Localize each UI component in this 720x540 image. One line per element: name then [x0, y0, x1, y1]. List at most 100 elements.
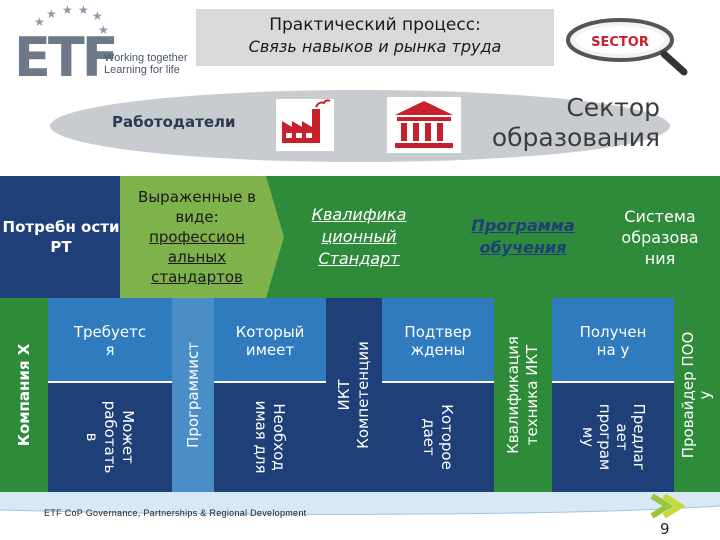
svg-text:★: ★	[78, 4, 89, 17]
expressed-label: Выраженные в виде: профессион альных ста…	[122, 178, 272, 296]
who-has-line1: Который	[235, 323, 305, 341]
qualification-line2: ционный	[321, 227, 397, 246]
can-work-line3: в	[83, 432, 101, 442]
offers-line2: ает	[613, 423, 631, 451]
expressed-line4: альных	[167, 248, 227, 266]
qualification-standard-label: Квалифика ционный Стандарт	[284, 178, 434, 296]
system-line1: Система	[624, 206, 696, 226]
offers-line1: Предлаг	[630, 403, 648, 471]
can-work-line2: работать	[101, 400, 119, 474]
title-line2: Связь навыков и рынка труда	[248, 37, 502, 56]
requires-box	[48, 298, 172, 382]
qual-tech-line2: техника ИКТ	[523, 344, 541, 446]
provider-line1: Провайдер ПОО	[679, 331, 697, 459]
confirmed-label: Подтвер ждены	[382, 300, 494, 382]
system-box	[590, 176, 720, 298]
tagline-line1: Working together	[104, 52, 188, 64]
received-label: Получен на у	[552, 300, 674, 382]
programmer-bar	[172, 298, 214, 492]
offers-cell: Предлаг ает програм му	[552, 382, 674, 492]
education-sector-label: Сектор образования	[470, 93, 660, 153]
program-line2: обучения	[479, 238, 567, 257]
qual-tech-bar	[494, 298, 552, 492]
necessary-line1: Необход	[270, 403, 288, 471]
etf-logo: ★ ★ ★ ★ ★ ★ ETF Working together Learnin…	[14, 3, 194, 89]
received-box	[552, 298, 674, 382]
chevron-program	[430, 176, 610, 298]
who-has-label: Который имеет	[214, 300, 326, 382]
footer-caption: ETF CoP Governance, Partnerships & Regio…	[44, 508, 307, 518]
stakeholder-band	[50, 90, 670, 162]
offers-line3: програм	[596, 403, 614, 471]
confirmed-line1: Подтвер	[404, 323, 472, 341]
can-work-line1: Может	[119, 410, 137, 464]
who-has-line2: имеет	[245, 341, 295, 359]
chevron-logo-icon	[650, 493, 686, 519]
gives-cell: Которое дает	[382, 382, 494, 492]
qual-tech-line1: Квалификация	[504, 336, 522, 454]
can-work-cell: Может работать в	[48, 382, 172, 492]
ict-competences-column: ИКТ Компетенции	[326, 298, 382, 492]
tagline-line2: Learning for life	[104, 64, 180, 76]
svg-text:★: ★	[62, 4, 73, 17]
expressed-line3: профессион	[149, 228, 245, 246]
footer-bar	[0, 492, 720, 519]
svg-text:★: ★	[92, 9, 103, 23]
factory-icon	[275, 98, 335, 152]
title-box: Практический процесс: Связь навыков и ры…	[196, 9, 554, 66]
chevron-expressed	[120, 176, 286, 298]
education-system-label: Система образова ния	[600, 178, 720, 296]
provider-bar	[674, 298, 720, 492]
needs-label-box: Потребн ости РТ	[0, 176, 122, 298]
necessary-line2: имая для	[252, 400, 270, 474]
ict-line1: ИКТ	[335, 379, 353, 411]
system-line3: ния	[644, 248, 676, 268]
svg-text:★: ★	[34, 15, 45, 29]
svg-text:★: ★	[98, 23, 109, 37]
sector-line2: образования	[491, 123, 660, 152]
sector-line1: Сектор	[566, 93, 660, 122]
confirmed-line2: ждены	[410, 341, 466, 359]
received-line1: Получен	[579, 323, 647, 341]
logo-wordmark: ETF	[14, 26, 119, 89]
chevron-row	[0, 176, 720, 298]
program-line1: Программа	[471, 216, 575, 235]
gives-box	[382, 382, 494, 492]
provider-column: Провайдер ПОО у	[674, 298, 720, 492]
requires-line1: Требуетс	[73, 323, 147, 341]
programmer-column: Программист	[172, 298, 214, 492]
qualification-line3: Стандарт	[318, 249, 400, 268]
offers-box	[552, 382, 674, 492]
badge-label: SECTOR	[591, 35, 649, 50]
qualification-line1: Квалифика	[311, 205, 407, 224]
chevron-qualification	[266, 176, 452, 298]
training-program-label: Программа обучения	[450, 178, 596, 296]
gives-line1: Которое	[438, 404, 456, 470]
expressed-line2: виде:	[175, 208, 219, 226]
needs-box	[0, 176, 122, 298]
page-number: 9	[660, 520, 670, 538]
ict-line2: Компетенции	[354, 341, 372, 449]
etf-logo-graphic: ★ ★ ★ ★ ★ ★	[34, 3, 109, 37]
title-line1: Практический процесс:	[269, 15, 481, 35]
sector-magnifier-badge: SECTOR	[560, 14, 690, 76]
needs-label: Потребн ости РТ	[2, 218, 120, 256]
confirmed-box	[382, 298, 494, 382]
process-columns	[0, 298, 720, 492]
offers-line4: му	[579, 426, 597, 448]
can-work-box	[48, 382, 172, 492]
programmer-label: Программист	[184, 342, 202, 448]
expressed-line1: Выраженные в	[138, 188, 256, 206]
ict-bar	[326, 298, 382, 492]
svg-text:★: ★	[46, 7, 57, 21]
requires-line2: я	[105, 341, 115, 359]
necessary-box	[214, 382, 326, 492]
requires-label: Требуетс я	[48, 300, 172, 382]
who-has-box	[214, 298, 326, 382]
company-x-bar: Компания X	[0, 298, 48, 492]
company-bar	[0, 298, 48, 492]
employers-label: Работодатели	[112, 113, 236, 131]
education-building-icon	[386, 96, 462, 154]
provider-line2: у	[696, 390, 714, 400]
company-x-label: Компания X	[15, 343, 33, 447]
